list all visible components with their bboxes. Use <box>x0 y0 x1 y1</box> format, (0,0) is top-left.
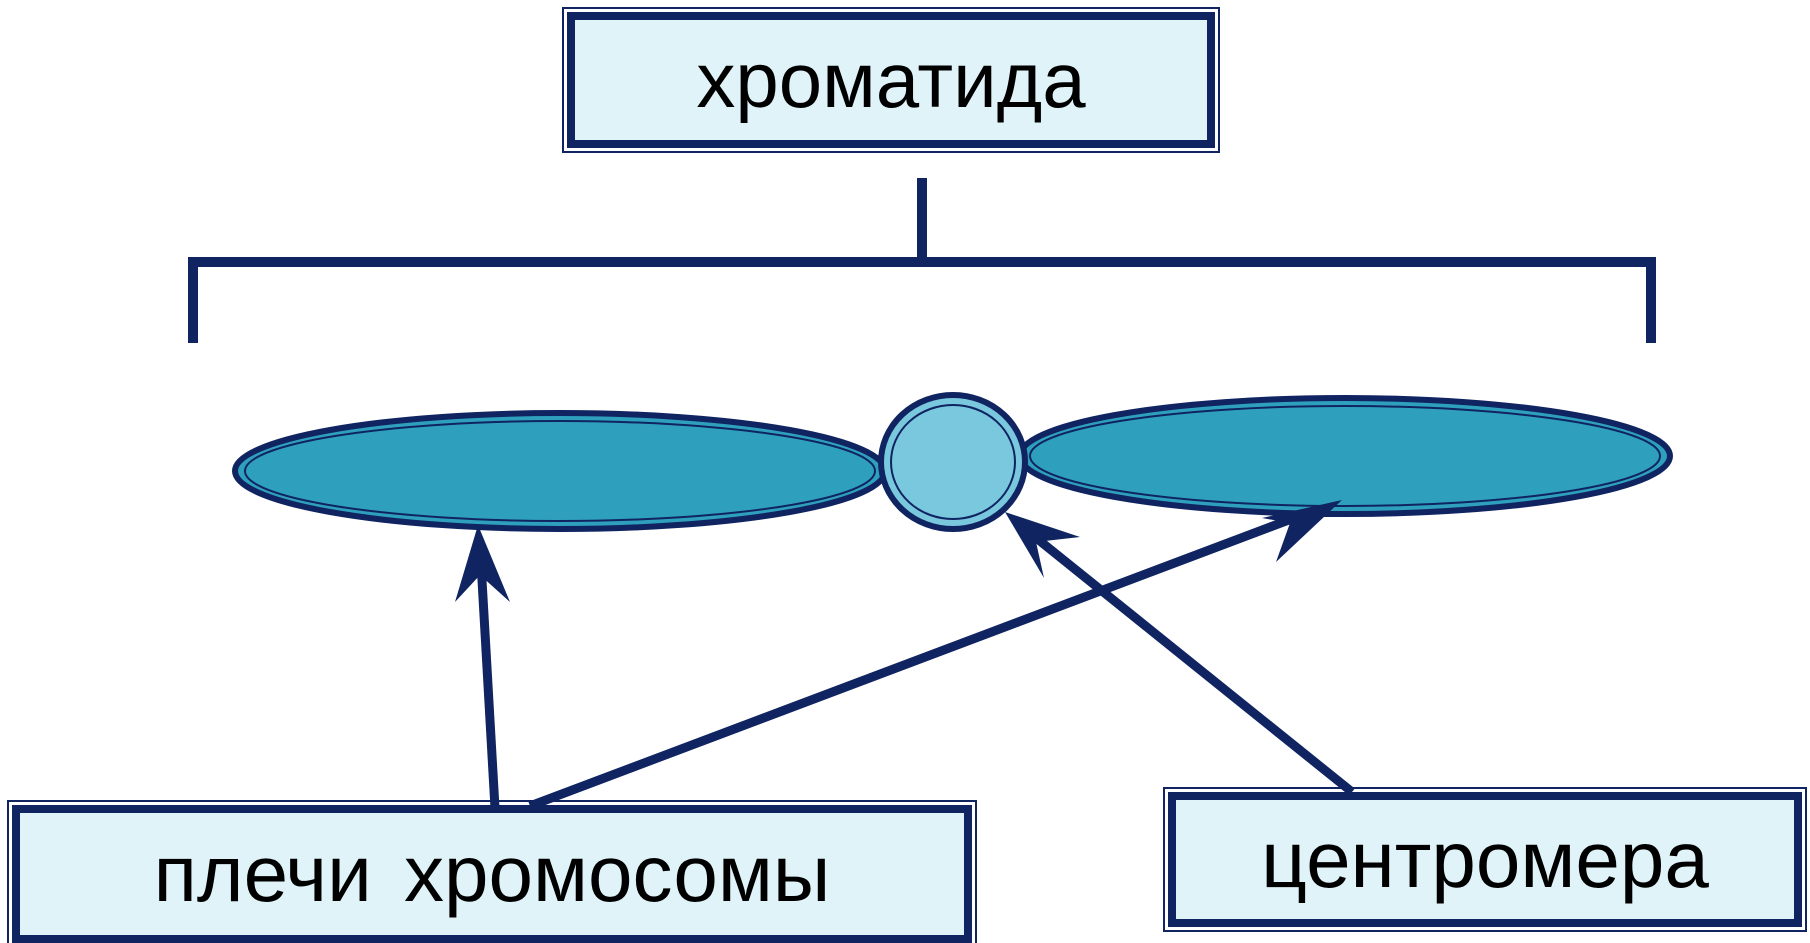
chromosome-arms-label: плечи хромосомы <box>7 800 977 943</box>
chromosome-arm-left <box>232 410 888 532</box>
arrow-arms-to-left-arm <box>475 544 500 809</box>
chromatid-bracket <box>188 178 1656 343</box>
arrow-centromere-label-to-centromere <box>1027 529 1355 796</box>
chromatid-label: хроматида <box>562 7 1220 153</box>
arrow-arms-to-right-arm <box>528 507 1312 811</box>
arrowhead-centromere <box>1005 512 1080 578</box>
centromere-label: центромера <box>1163 787 1807 932</box>
arrowhead-right-arm <box>1262 500 1342 562</box>
arrowhead-left-arm <box>455 525 510 602</box>
centromere-circle <box>878 392 1028 532</box>
chromosome-arm-right <box>1017 395 1673 517</box>
